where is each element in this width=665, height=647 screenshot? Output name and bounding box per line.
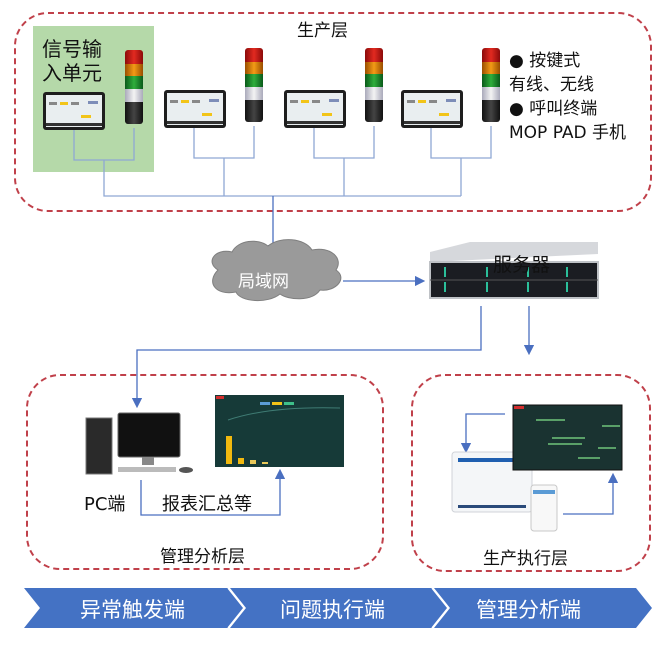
flow-step-3: 管理分析端 bbox=[476, 598, 581, 622]
signal-input-label-line2: 入单元 bbox=[42, 61, 102, 85]
management-layer-box bbox=[26, 374, 384, 570]
call-terminal-2 bbox=[164, 90, 226, 128]
terminal3-link bbox=[313, 126, 375, 159]
arrow-to-tablet bbox=[460, 413, 505, 454]
call-terminal-1 bbox=[43, 92, 105, 130]
management-layer-title: 管理分析层 bbox=[160, 547, 245, 567]
server-label: 服务器 bbox=[493, 254, 551, 276]
bullet-text: 有线、无线 bbox=[509, 75, 594, 95]
feature-bullet-3: ● 呼叫终端 bbox=[509, 94, 597, 119]
feature-bullet-1: ● 按键式 bbox=[509, 46, 580, 71]
execution-layer-box bbox=[411, 374, 651, 572]
arrow-to-pc bbox=[131, 306, 482, 409]
terminal1-link bbox=[73, 128, 135, 161]
andon-light-1 bbox=[125, 50, 143, 124]
flow-step-1: 异常触发端 bbox=[80, 598, 185, 622]
andon-light-4 bbox=[482, 48, 500, 122]
execution-devices bbox=[451, 404, 623, 532]
bus-line bbox=[103, 160, 461, 197]
call-terminal-4 bbox=[401, 90, 463, 128]
execution-layer-title: 生产执行层 bbox=[483, 549, 568, 569]
terminal2-link bbox=[193, 126, 255, 159]
report-label: 报表汇总等 bbox=[162, 494, 252, 515]
andon-light-3 bbox=[365, 48, 383, 122]
pc-label: PC端 bbox=[84, 494, 126, 515]
report-dashboard-screen bbox=[215, 395, 344, 467]
server-icon bbox=[429, 242, 599, 299]
bullet-dot: ● bbox=[509, 51, 524, 71]
bullet-text: 呼叫终端 bbox=[529, 99, 598, 119]
flow-step-3-shape bbox=[434, 588, 652, 628]
lan-label: 局域网 bbox=[238, 272, 289, 292]
terminal4-link bbox=[430, 126, 492, 159]
signal-input-label-line1: 信号输 bbox=[42, 37, 102, 61]
cloud-label-wrap: 局域网 bbox=[238, 267, 289, 292]
flow-chevron-bar bbox=[24, 588, 652, 628]
andon-light-2 bbox=[245, 48, 263, 122]
feature-bullet-2: 有线、无线 bbox=[509, 70, 594, 95]
flow-step-2-shape bbox=[230, 588, 448, 628]
feature-bullet-4: MOP PAD 手机 bbox=[509, 118, 626, 143]
lan-cloud-icon bbox=[211, 239, 342, 301]
production-layer-title: 生产层 bbox=[297, 21, 348, 41]
bullet-dot: ● bbox=[509, 99, 524, 119]
flow-step-2: 问题执行端 bbox=[280, 598, 385, 622]
arrow-to-report bbox=[140, 468, 286, 516]
flow-step-1-shape bbox=[24, 588, 244, 628]
call-terminal-3 bbox=[284, 90, 346, 128]
bullet-text: 按键式 bbox=[529, 51, 581, 71]
bullet-text: MOP PAD 手机 bbox=[509, 123, 626, 143]
arrow-to-dashboard bbox=[563, 472, 619, 515]
pc-icon bbox=[85, 412, 193, 475]
production-layer-box bbox=[14, 12, 652, 212]
